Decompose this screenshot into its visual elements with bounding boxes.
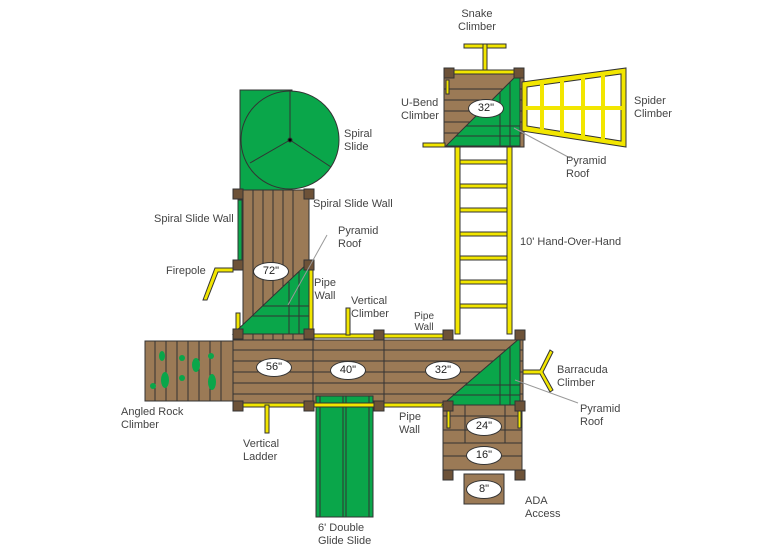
angled-rock-climber [144,340,234,402]
height-badge-40: 40" [330,361,366,380]
spiral-slide [239,89,340,191]
label-snake-climber: Snake Climber [458,8,496,33]
label-vertical-ladder: Vertical Ladder [243,438,280,463]
label-pyramid-roof-right: Pyramid Roof [580,403,621,428]
hand-over-hand-ladder [454,145,513,335]
label-pipe-wall-top: Pipe Wall [414,311,435,333]
height-badge-32: 32" [425,361,461,380]
height-badge-24: 24" [466,417,502,436]
label-hand-over-hand: 10' Hand-Over-Hand [520,236,622,248]
label-pipe-wall-bottom: Pipe Wall [399,411,422,436]
label-firepole: Firepole [166,265,206,277]
label-pipe-wall-left: Pipe Wall [314,277,337,302]
leader-lines [287,127,579,404]
label-pyramid-roof-left: Pyramid Roof [338,225,379,250]
label-spiral-slide-wall-right: Spiral Slide Wall [313,198,393,210]
height-badge-56: 56" [256,358,292,377]
label-ada-access: ADA Access [525,495,561,520]
label-spiral-slide: Spiral Slide [344,128,373,153]
height-badge-8: 8" [466,480,502,499]
spiral-slide-wall-left [237,199,243,263]
label-pyramid-roof-top: Pyramid Roof [566,155,607,180]
height-badge-16: 16" [466,446,502,465]
label-vertical-climber: Vertical Climber [351,295,389,320]
posts [232,67,526,481]
label-barracuda-climber: Barracuda Climber [557,364,608,389]
double-glide-slide [312,395,377,518]
label-double-glide-slide: 6' Double Glide Slide [318,522,372,547]
label-u-bend-climber: U-Bend Climber [401,97,439,122]
height-badge-tower-72: 72" [253,262,289,281]
label-angled-rock-climber: Angled Rock Climber [121,406,184,431]
label-spider-climber: Spider Climber [634,95,672,120]
height-badge-top-tower: 32" [468,99,504,118]
label-spiral-slide-wall-left: Spiral Slide Wall [154,213,234,225]
